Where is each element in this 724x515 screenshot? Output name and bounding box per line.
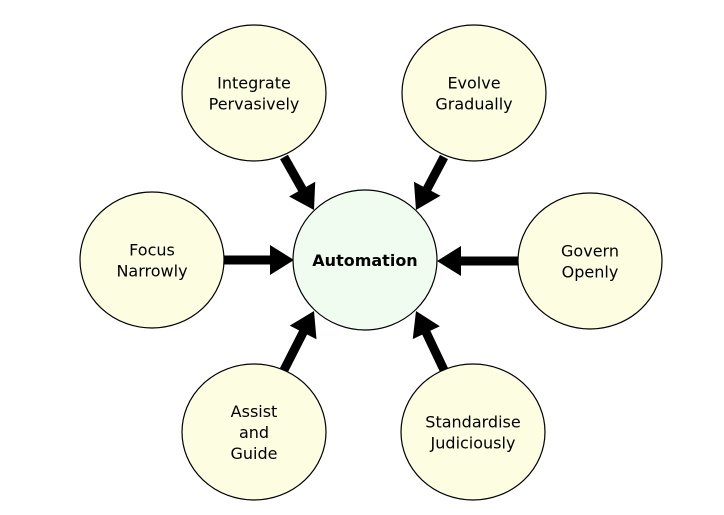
node-label: Gradually [435, 95, 512, 114]
node-circle [181, 363, 327, 501]
node-label: Pervasively [209, 95, 300, 114]
arrow-govern-openly [437, 246, 518, 276]
node-circle [401, 24, 547, 162]
node-circle [79, 191, 225, 329]
node-circle [517, 192, 663, 330]
node-label: Govern [561, 242, 619, 261]
center-circle [292, 189, 438, 331]
node-circle [400, 363, 546, 501]
arrow-head [412, 311, 440, 340]
arrow-head [289, 181, 316, 210]
node-label: Evolve [447, 74, 500, 93]
node-label: Standardise [425, 413, 520, 432]
arrow-integrate-pervasively [280, 154, 316, 210]
arrows-layer [224, 154, 518, 373]
arrow-evolve-gradually [413, 154, 448, 210]
arrow-shaft [421, 328, 449, 372]
arrow-head [289, 311, 317, 340]
node-label: and [239, 423, 269, 442]
arrow-head [437, 246, 461, 276]
node-circle [181, 24, 327, 162]
node-label: Openly [562, 263, 619, 282]
node-label: Judiciously [430, 434, 516, 453]
arrow-head [270, 245, 294, 275]
arrow-focus-narrowly [224, 245, 294, 275]
center-label: Automation [312, 251, 417, 270]
node-label: Focus [129, 241, 175, 260]
node-label: Integrate [217, 74, 291, 93]
arrow-shaft [422, 154, 448, 193]
arrow-shaft [279, 328, 309, 373]
node-label: Narrowly [116, 262, 187, 281]
node-label: Guide [231, 444, 278, 463]
arrow-shaft [280, 154, 308, 194]
node-label: Assist [231, 402, 278, 421]
arrow-assist-and-guide [279, 311, 317, 373]
arrow-standardise-judiciously [412, 311, 449, 372]
arrow-head [413, 181, 441, 210]
center-node: Automation [292, 189, 438, 331]
